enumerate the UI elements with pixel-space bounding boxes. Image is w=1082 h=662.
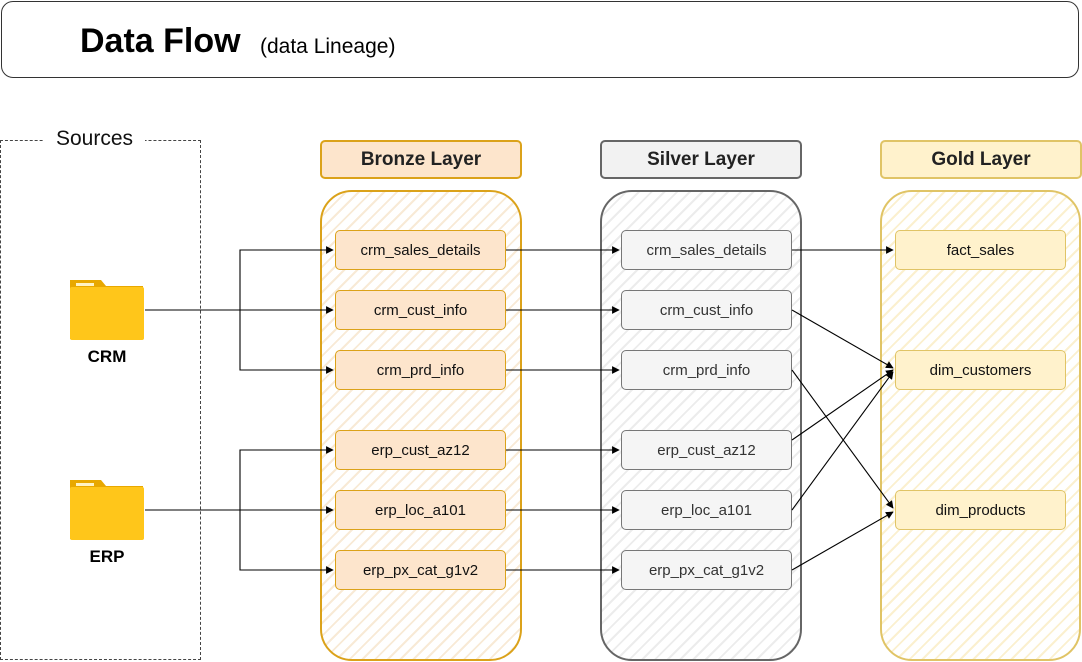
sources-label: Sources bbox=[44, 127, 146, 151]
silver-layer-header: Silver Layer bbox=[600, 140, 802, 179]
bronze-node-erp-loc-a101[interactable]: erp_loc_a101 bbox=[335, 490, 506, 530]
gold-node-dim-customers[interactable]: dim_customers bbox=[895, 350, 1066, 390]
edge-crm-to-bronze-sales-details bbox=[239, 246, 334, 310]
silver-node-erp-px-cat-g1v2[interactable]: erp_px_cat_g1v2 bbox=[621, 550, 792, 590]
source-label-erp: ERP bbox=[89, 547, 125, 566]
source-label-crm: CRM bbox=[87, 347, 127, 366]
bronze-node-crm-sales-details[interactable]: crm_sales_details bbox=[335, 230, 506, 270]
edge-crm-to-bronze-prd-info bbox=[239, 310, 334, 374]
silver-node-crm-cust-info[interactable]: crm_cust_info bbox=[621, 290, 792, 330]
gold-layer-header: Gold Layer bbox=[880, 140, 1082, 179]
bronze-layer-header: Bronze Layer bbox=[320, 140, 522, 179]
edge-silver-gold-loc-to-customers bbox=[791, 371, 894, 511]
edge-silver-gold-prd-to-products bbox=[791, 369, 894, 509]
edge-erp-to-bronze-px-cat bbox=[239, 510, 334, 574]
page-subtitle: (data Lineage) bbox=[260, 35, 396, 58]
crm-folder-icon[interactable] bbox=[69, 279, 145, 341]
silver-node-erp-loc-a101[interactable]: erp_loc_a101 bbox=[621, 490, 792, 530]
gold-node-dim-products[interactable]: dim_products bbox=[895, 490, 1066, 530]
gold-node-fact-sales[interactable]: fact_sales bbox=[895, 230, 1066, 270]
title-box: Data Flow (data Lineage) bbox=[1, 1, 1079, 78]
page-title: Data Flow bbox=[80, 22, 241, 60]
edge-silver-gold-px-cat-to-products bbox=[791, 511, 894, 571]
bronze-node-erp-px-cat-g1v2[interactable]: erp_px_cat_g1v2 bbox=[335, 550, 506, 590]
silver-node-erp-cust-az12[interactable]: erp_cust_az12 bbox=[621, 430, 792, 470]
erp-folder-icon[interactable] bbox=[69, 479, 145, 541]
edge-silver-gold-cust-info-to-customers bbox=[791, 309, 894, 369]
edge-silver-gold-cust-az12-to-customers bbox=[791, 369, 894, 441]
silver-node-crm-prd-info[interactable]: crm_prd_info bbox=[621, 350, 792, 390]
bronze-node-crm-prd-info[interactable]: crm_prd_info bbox=[335, 350, 506, 390]
edge-erp-to-bronze-cust-az12 bbox=[239, 446, 334, 510]
silver-node-crm-sales-details[interactable]: crm_sales_details bbox=[621, 230, 792, 270]
bronze-node-erp-cust-az12[interactable]: erp_cust_az12 bbox=[335, 430, 506, 470]
bronze-node-crm-cust-info[interactable]: crm_cust_info bbox=[335, 290, 506, 330]
